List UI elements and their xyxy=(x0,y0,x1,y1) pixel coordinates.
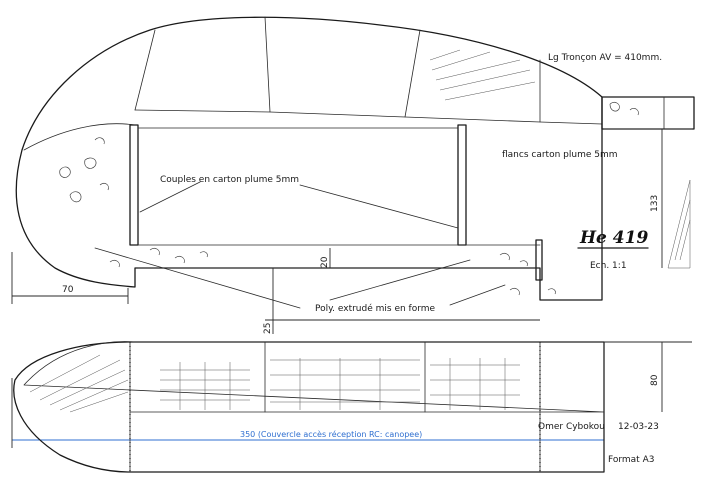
author: Omer Cybokou xyxy=(538,422,605,432)
scale-label: Ech. 1:1 xyxy=(590,261,627,271)
foam-scribble-nose xyxy=(59,137,109,203)
dim-133-label: 133 xyxy=(650,195,660,212)
dim-70-label: 70 xyxy=(62,285,74,295)
dim-80-label: 80 xyxy=(650,374,660,386)
top-dotted-frame xyxy=(129,342,541,472)
dim-20-label: 20 xyxy=(320,256,330,268)
format: Format A3 xyxy=(608,455,654,465)
dimension-25 xyxy=(265,268,540,334)
leader-poly xyxy=(94,247,506,309)
dim-25-label: 25 xyxy=(263,323,273,334)
rear-wedge xyxy=(667,179,691,269)
canopy-frame-2 xyxy=(264,16,271,113)
bulkhead-rear xyxy=(457,124,467,246)
tail-block xyxy=(601,96,695,130)
canopy-hatch xyxy=(429,49,536,101)
bulkhead-front xyxy=(129,124,139,246)
label-poly: Poly. extrudé mis en forme xyxy=(315,303,436,314)
dimension-80 xyxy=(604,341,692,412)
dimension-133 xyxy=(604,128,692,268)
header-note: Lg Tronçon AV = 410mm. xyxy=(548,53,662,63)
top-view xyxy=(13,341,605,473)
top-view-inner xyxy=(23,341,605,413)
date: 12-03-23 xyxy=(618,422,659,432)
canopy-lower-line xyxy=(134,109,603,125)
interior-floor xyxy=(137,127,541,269)
foam-scribble-tail xyxy=(499,102,639,296)
leader-couples xyxy=(139,181,459,229)
model-name: He 419 xyxy=(579,228,648,248)
bulkhead-tail xyxy=(535,239,543,281)
label-flancs: flancs carton plume 5mm xyxy=(502,150,618,160)
top-canopy-hatch xyxy=(29,354,520,413)
dimension-350 xyxy=(11,378,604,448)
canopy-frame-1 xyxy=(134,29,156,111)
canopy-frame-3 xyxy=(404,29,421,118)
nose-inner xyxy=(23,123,136,151)
dim-350-label: 350 (Couvercle accès réception RC: canop… xyxy=(240,429,422,439)
top-view-outline xyxy=(13,341,605,473)
dimension-70 xyxy=(11,252,129,304)
side-view xyxy=(15,16,695,309)
foam-scribble-floor xyxy=(109,248,208,268)
nose-outline xyxy=(15,16,603,301)
label-couples: Couples en carton plume 5mm xyxy=(160,175,299,185)
